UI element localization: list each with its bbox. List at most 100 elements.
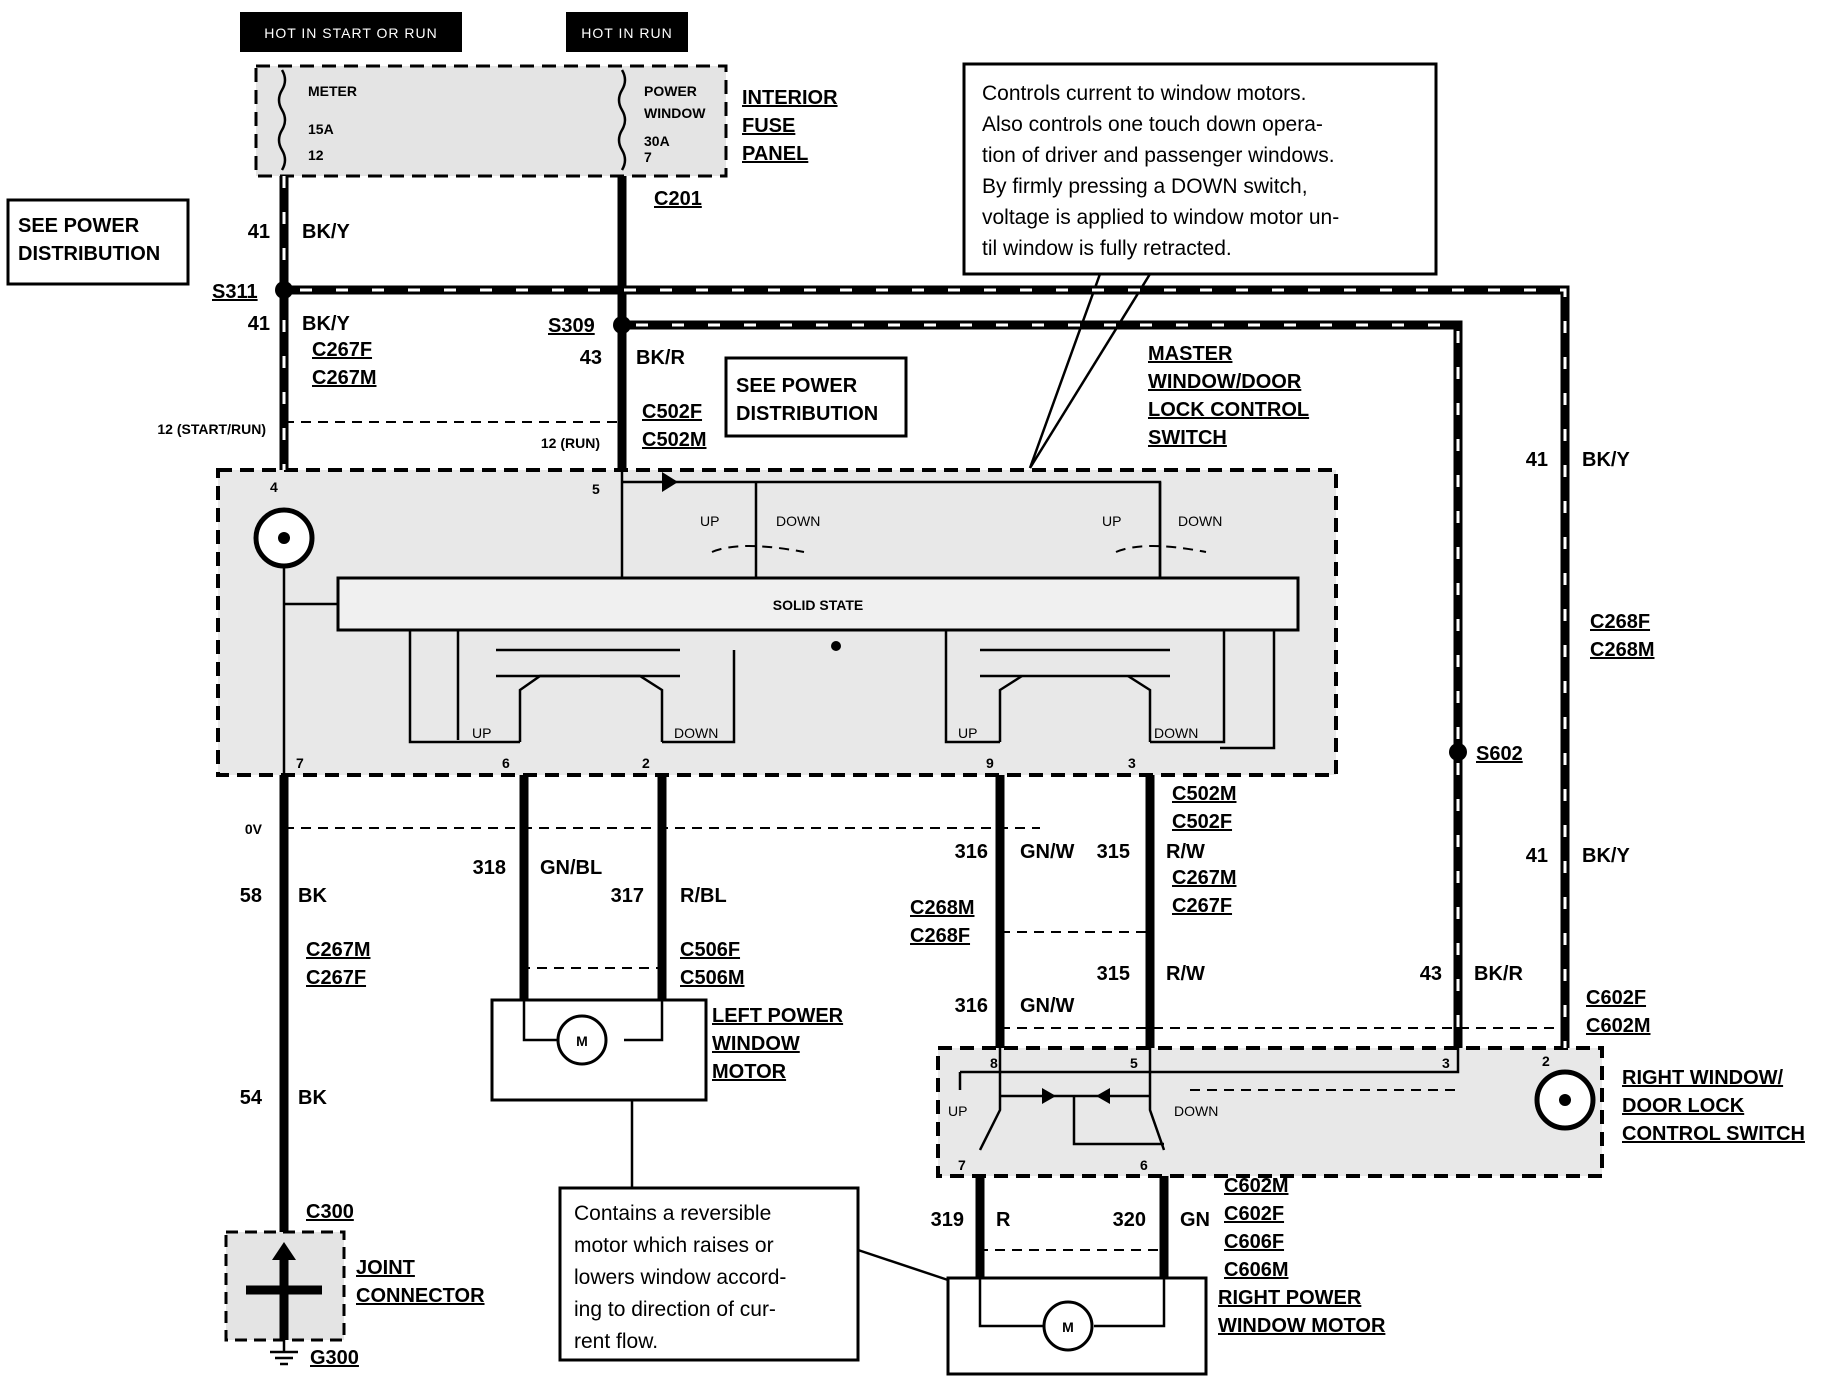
see-power-2-line1: SEE POWER [736, 375, 858, 397]
fuse2-name-2: WINDOW [644, 105, 706, 121]
right-pin-6: 6 [1140, 1157, 1148, 1173]
splice-s602-label: S602 [1476, 743, 1523, 765]
right-down-label: DOWN [1174, 1103, 1218, 1119]
connector-c602f-right: C602F [1586, 987, 1646, 1009]
color-bkr-right: BK/R [1474, 963, 1523, 985]
wire-43-upper: 43 [580, 347, 602, 369]
wire-54-label: 54 [240, 1087, 263, 1109]
connector-c267f-right: C267F [1172, 895, 1232, 917]
color-gnw-lower: GN/W [1020, 995, 1075, 1017]
connector-c267m-lower: C267M [306, 939, 370, 961]
color-r: R [996, 1209, 1011, 1231]
fuse1-name: METER [308, 83, 357, 99]
splice-s309 [613, 316, 631, 334]
note-top-line-6: til window is fully retracted. [982, 237, 1232, 260]
connector-c606m: C606M [1224, 1259, 1288, 1281]
connector-c502m-top: C502M [642, 429, 706, 451]
wire-320-label: 320 [1113, 1209, 1146, 1231]
connector-c300: C300 [306, 1201, 354, 1223]
see-power-distribution-box-2: SEE POWER DISTRIBUTION [724, 356, 908, 438]
ground-g300: G300 [310, 1347, 359, 1369]
connector-c602f-lower: C602F [1224, 1203, 1284, 1225]
fuse1-number: 12 [308, 147, 324, 163]
see-power-1-line1: SEE POWER [18, 215, 140, 237]
color-rbl: R/BL [680, 885, 727, 907]
master-up-right: UP [1102, 513, 1121, 529]
right-diode-2-icon [1096, 1088, 1110, 1104]
connector-c268f-right: C268F [1590, 611, 1650, 633]
right-motor-m: M [1062, 1319, 1074, 1335]
connector-c268m-right: C268M [1590, 639, 1654, 661]
connector-c268f-left: C268F [910, 925, 970, 947]
left-motor-m: M [576, 1033, 588, 1049]
note-bottom-line-1: Contains a reversible [574, 1202, 771, 1225]
see-power-distribution-box-1: SEE POWER DISTRIBUTION [6, 198, 190, 286]
connector-c267f-top: C267F [312, 339, 372, 361]
master-pin-7: 7 [296, 755, 304, 771]
wire-bus-bky [284, 285, 1570, 1048]
wire-319-label: 319 [931, 1209, 964, 1231]
master-pin-9: 9 [986, 755, 994, 771]
wire-41-right-lower: 41 [1526, 845, 1548, 867]
right-power-window-motor: M [946, 1276, 1208, 1376]
solid-state-module [336, 576, 1300, 632]
wire-41-middle: 41 [248, 313, 270, 335]
header-hot-start-run-text: HOT IN START OR RUN [264, 25, 438, 41]
see-power-1-line2: DISTRIBUTION [18, 243, 160, 265]
wire-bus-bkr [622, 320, 1463, 1048]
right-motor-label-2: WINDOW MOTOR [1218, 1315, 1386, 1337]
color-rw-lower: R/W [1166, 963, 1205, 985]
splice-s311-label: S311 [212, 281, 258, 303]
note-top-line-4: By firmly pressing a DOWN switch, [982, 175, 1308, 198]
master-pin-6: 6 [502, 755, 510, 771]
right-switch-label-1: RIGHT WINDOW/ [1622, 1067, 1784, 1089]
color-gn: GN [1180, 1209, 1210, 1231]
connector-c201: C201 [654, 188, 702, 210]
wire-41-right-upper: 41 [1526, 449, 1548, 471]
diode-icon [662, 472, 678, 492]
joint-connector-symbol [246, 1242, 322, 1366]
fuse-panel-title-2: FUSE [742, 115, 795, 137]
color-bky-upper: BK/Y [302, 221, 350, 243]
zero-volt-label: 0V [245, 821, 263, 837]
master-switch-label-2: WINDOW/DOOR [1148, 371, 1302, 393]
right-pin-3: 3 [1442, 1055, 1450, 1071]
connector-c506f: C506F [680, 939, 740, 961]
wire-317-label: 317 [611, 885, 644, 907]
master-down-right: DOWN [1178, 513, 1222, 529]
connector-c502f-lower: C502F [1172, 811, 1232, 833]
master-up-bottom-right: UP [958, 725, 977, 741]
connector-c502f-top: C502F [642, 401, 702, 423]
right-up-label: UP [948, 1103, 967, 1119]
header-hot-start-run: HOT IN START OR RUN [240, 12, 462, 52]
note-top-line-1: Controls current to window motors. [982, 82, 1306, 105]
joint-connector-label-1: JOINT [356, 1257, 415, 1279]
right-pin-7: 7 [958, 1157, 966, 1173]
left-power-window-motor: M [490, 998, 708, 1102]
master-up-left: UP [700, 513, 719, 529]
left-motor-label-1: LEFT POWER [712, 1005, 844, 1027]
master-switch-label-4: SWITCH [1148, 427, 1227, 449]
wire-315-lower: 315 [1097, 963, 1130, 985]
fuse2-number: 7 [644, 149, 652, 165]
solid-state-label: SOLID STATE [773, 597, 863, 613]
master-up-bottom-left: UP [472, 725, 491, 741]
header-hot-run: HOT IN RUN [566, 12, 688, 52]
note-top-line-5: voltage is applied to window motor un- [982, 206, 1339, 229]
right-motor-label-1: RIGHT POWER [1218, 1287, 1362, 1309]
connector-c267f-lower: C267F [306, 967, 366, 989]
color-bk-lower: BK [298, 1087, 327, 1109]
right-switch-zone [936, 1046, 1604, 1178]
color-bky-right-upper: BK/Y [1582, 449, 1630, 471]
master-pin-4: 4 [270, 479, 278, 495]
color-rw-upper: R/W [1166, 841, 1205, 863]
right-switch-label-3: CONTROL SWITCH [1622, 1123, 1805, 1145]
wire-43-right: 43 [1420, 963, 1442, 985]
right-pin-2: 2 [1542, 1053, 1550, 1069]
splice-s311 [275, 281, 293, 299]
left-motor-label-2: WINDOW [712, 1033, 800, 1055]
master-switch-label-1: MASTER [1148, 343, 1233, 365]
note-bottom-line-3: lowers window accord- [574, 1266, 786, 1289]
wire-316-lower: 316 [955, 995, 988, 1017]
